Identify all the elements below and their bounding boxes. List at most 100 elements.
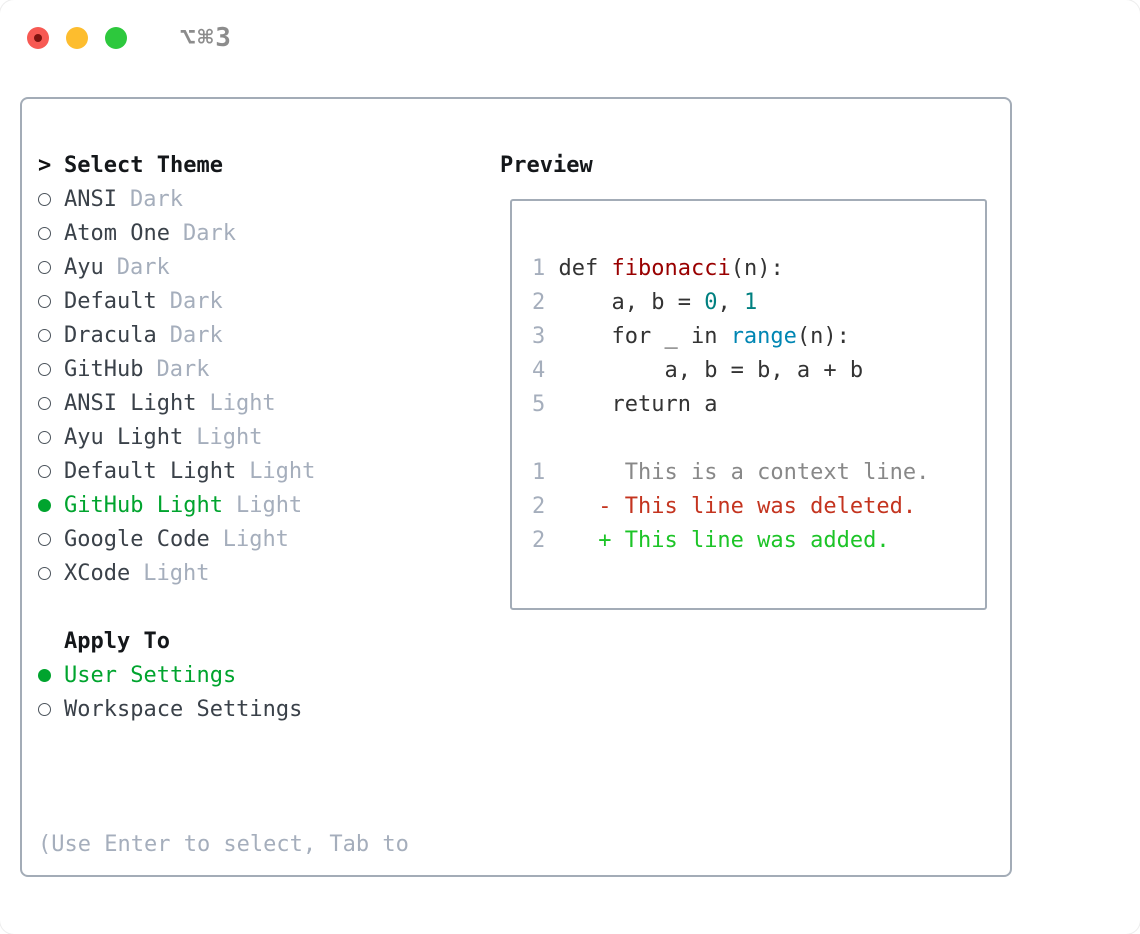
theme-variant-tag: Dark — [129, 186, 183, 212]
prompt-icon: > — [38, 152, 52, 178]
theme-name: GitHub Light — [64, 492, 223, 518]
theme-option-google-code[interactable]: Google Code Light — [38, 522, 1006, 556]
theme-variant-tag: Dark — [182, 220, 236, 246]
spacer — [38, 726, 1006, 760]
apply-to-title: Apply To — [64, 628, 170, 654]
code-segment-code: a, b = b, a + b — [545, 358, 864, 383]
code-segment-code: (n): — [796, 324, 850, 349]
theme-variant-tag: Dark — [169, 288, 223, 314]
line-number: 1 — [532, 256, 546, 281]
line-number: 4 — [532, 358, 546, 383]
theme-option-github[interactable]: GitHub Dark — [38, 352, 1006, 386]
code-segment-code: a, b = — [545, 290, 705, 315]
line-number: 3 — [532, 324, 546, 349]
close-button[interactable] — [27, 27, 49, 49]
radio-icon — [38, 702, 64, 716]
theme-name: Atom One — [64, 220, 170, 246]
radio-icon — [38, 396, 64, 410]
code-segment-code: def — [545, 256, 612, 281]
theme-option-ansi-light[interactable]: ANSI Light Light — [38, 386, 1006, 420]
close-dot-icon — [34, 34, 42, 42]
radio-icon — [38, 566, 64, 580]
theme-option-xcode[interactable]: XCode Light — [38, 556, 1006, 590]
code-line: 2 + This line was added. — [532, 524, 985, 558]
code-segment-code: for _ in — [545, 324, 731, 349]
line-number: 5 — [532, 392, 546, 417]
code-line: 2 a, b = 0, 1 — [532, 286, 985, 320]
theme-variant-tag: Light — [249, 458, 316, 484]
radio-icon — [38, 464, 64, 478]
code-line — [532, 422, 985, 456]
code-line: 5 return a — [532, 388, 985, 422]
apply-option-label: Workspace Settings — [64, 696, 303, 722]
window-title: ⌥⌘3 — [180, 23, 233, 53]
code-segment-code: (n): — [730, 256, 784, 281]
apply-to-header-row: Apply To — [38, 624, 1006, 658]
theme-variant-tag: Light — [209, 390, 276, 416]
theme-option-ayu[interactable]: Ayu Dark — [38, 250, 1006, 284]
theme-name: XCode — [64, 560, 131, 586]
theme-variant-tag: Dark — [116, 254, 170, 280]
code-segment-added: + This line was added. — [545, 528, 890, 553]
code-line: 2 - This line was deleted. — [532, 490, 985, 524]
code-segment-builtin: range — [730, 324, 797, 349]
radio-icon — [38, 362, 64, 376]
radio-icon — [38, 226, 64, 240]
code-line: 1 def fibonacci(n): — [532, 252, 985, 286]
line-number: 2 — [532, 494, 546, 519]
maximize-button[interactable] — [105, 27, 127, 49]
code-segment-number: 0 — [704, 290, 718, 315]
theme-option-atom-one[interactable]: Atom One Dark — [38, 216, 1006, 250]
radio-icon — [38, 260, 64, 274]
hint-line-1: (Use Enter to select, Tab to — [38, 832, 409, 857]
titlebar: ⌥⌘3 — [0, 0, 1140, 76]
theme-name: ANSI Light — [64, 390, 197, 416]
theme-option-github-light[interactable]: GitHub Light Light — [38, 488, 1006, 522]
radio-icon — [38, 430, 64, 444]
preview-title: Preview — [500, 152, 593, 178]
theme-variant-tag: Light — [143, 560, 210, 586]
theme-name: Default Light — [64, 458, 237, 484]
minimize-button[interactable] — [66, 27, 88, 49]
theme-name: Ayu — [64, 254, 104, 280]
apply-option-user-settings[interactable]: User Settings — [38, 658, 1006, 692]
theme-name: GitHub — [64, 356, 144, 382]
radio-selected-icon — [38, 498, 64, 512]
code-line: 1 This is a context line. — [532, 456, 985, 490]
theme-variant-tag: Light — [196, 424, 263, 450]
theme-name: Ayu Light — [64, 424, 184, 450]
theme-variant-tag: Light — [222, 526, 289, 552]
code-segment-func: fibonacci — [611, 256, 731, 281]
theme-name: Default — [64, 288, 157, 314]
theme-variant-tag: Light — [235, 492, 303, 518]
line-number: 2 — [532, 528, 546, 553]
code-segment-context: This is a context line. — [545, 460, 930, 485]
theme-option-dracula[interactable]: Dracula Dark — [38, 318, 1006, 352]
theme-name: Dracula — [64, 322, 157, 348]
theme-option-default-light[interactable]: Default Light Light — [38, 454, 1006, 488]
radio-selected-icon — [38, 668, 64, 682]
select-theme-title: Select Theme — [64, 152, 223, 178]
line-number: 1 — [532, 460, 546, 485]
code-segment-deleted: - This line was deleted. — [545, 494, 917, 519]
theme-option-default[interactable]: Default Dark — [38, 284, 1006, 318]
hint-line-2: change focus) — [38, 930, 1006, 934]
theme-option-ayu-light[interactable]: Ayu Light Light — [38, 420, 1006, 454]
code-segment-code: return a — [545, 392, 718, 417]
radio-icon — [38, 294, 64, 308]
theme-variant-tag: Dark — [156, 356, 210, 382]
apply-option-workspace-settings[interactable]: Workspace Settings — [38, 692, 1006, 726]
preview-header-row: Preview — [500, 148, 593, 182]
line-number: 2 — [532, 290, 546, 315]
radio-icon — [38, 532, 64, 546]
theme-variant-tag: Dark — [169, 322, 223, 348]
code-line: 3 for _ in range(n): — [532, 320, 985, 354]
radio-icon — [38, 328, 64, 342]
theme-name: Google Code — [64, 526, 210, 552]
